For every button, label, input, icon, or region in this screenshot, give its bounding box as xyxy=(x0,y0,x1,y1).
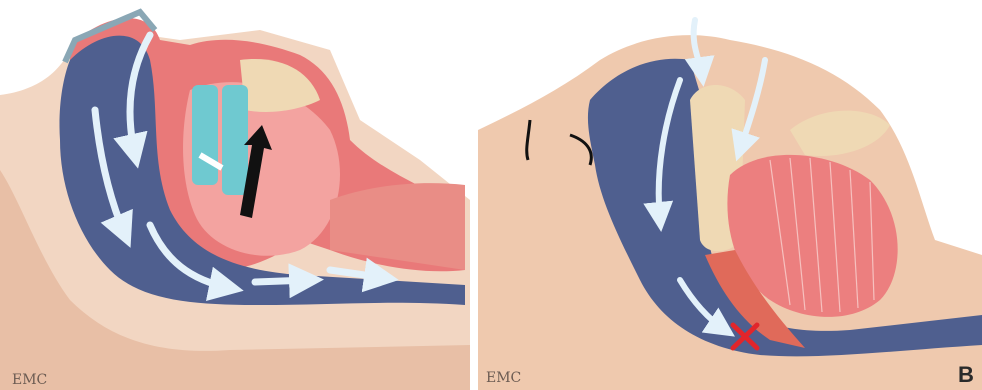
watermark-right: EMC xyxy=(486,370,521,386)
oral-device-right xyxy=(222,85,248,195)
right-panel: EMC B xyxy=(478,0,982,390)
airflow-arrow-icon xyxy=(255,280,310,282)
panel-label-b: B xyxy=(958,362,974,387)
oral-device-left xyxy=(192,85,218,185)
left-panel: EMC xyxy=(0,0,470,390)
watermark-left: EMC xyxy=(12,372,47,388)
